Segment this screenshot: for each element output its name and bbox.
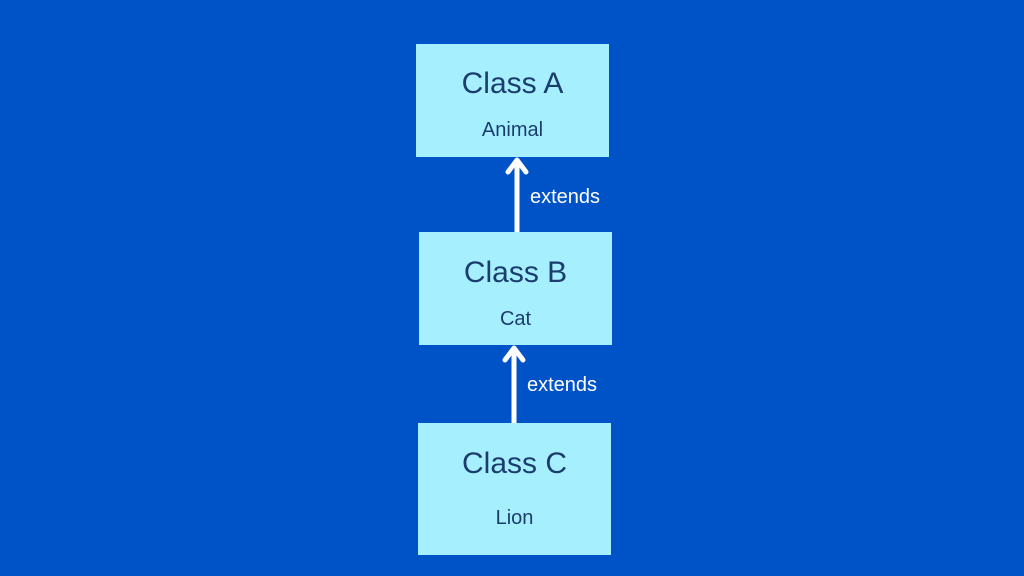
node-class-b: Class B Cat <box>419 232 612 345</box>
node-class-c-subtitle: Lion <box>495 507 534 529</box>
node-class-c-title: Class C <box>461 447 567 480</box>
arrow-c-to-b <box>502 345 526 423</box>
node-class-a-title: Class A <box>461 67 564 100</box>
node-class-a-subtitle: Animal <box>481 119 544 141</box>
node-class-c: Class C Lion <box>418 423 611 555</box>
node-class-b-title: Class B <box>463 256 568 289</box>
edge-label-c-to-b: extends <box>527 374 598 396</box>
edge-label-b-to-a: extends <box>530 186 601 208</box>
arrow-b-to-a <box>505 157 529 232</box>
node-class-a: Class A Animal <box>416 44 609 157</box>
node-class-b-subtitle: Cat <box>499 308 532 330</box>
